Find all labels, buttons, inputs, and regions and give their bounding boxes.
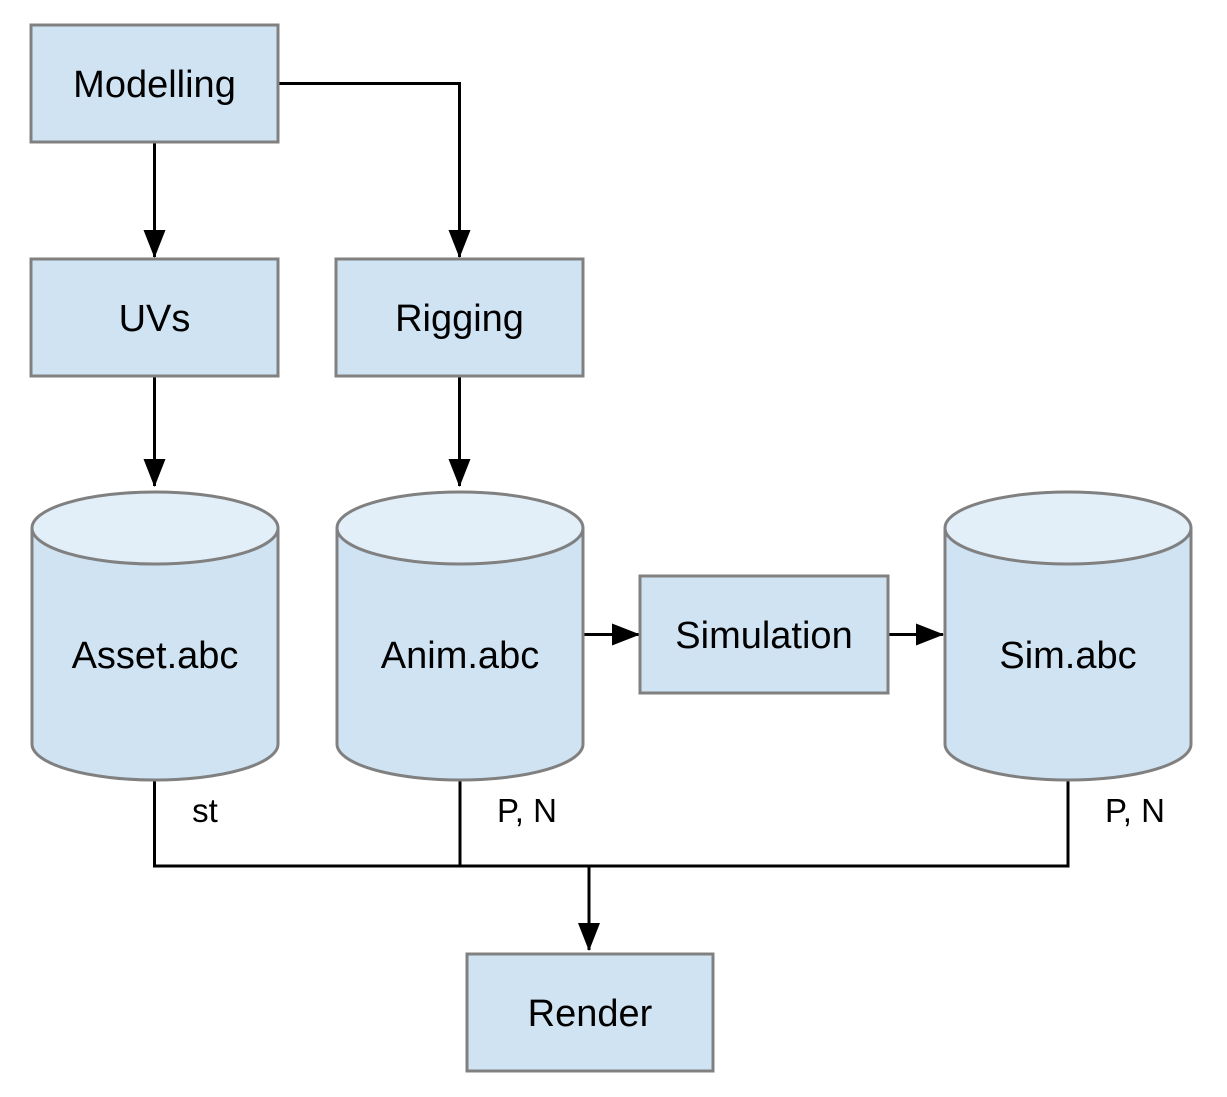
- edge-label-asset-out: st: [192, 792, 218, 829]
- node-anim-abc: Anim.abc: [335, 490, 585, 782]
- node-render-box: [465, 952, 715, 1073]
- node-simulation-box: [638, 574, 890, 695]
- node-modelling: Modelling: [29, 23, 280, 144]
- node-render-label: Render: [528, 993, 653, 1035]
- asset-cylinder-top: [30, 490, 280, 566]
- node-uvs: UVs: [29, 257, 280, 378]
- edge-modelling-rigging: [278, 82, 471, 258]
- asset-cylinder-outline: [30, 528, 280, 782]
- asset-cylinder-body: [32, 528, 278, 780]
- node-sim-abc: Sim.abc: [943, 490, 1193, 782]
- sim-cylinder-top: [943, 490, 1193, 566]
- node-render: Render: [465, 952, 715, 1073]
- edge-label-sim-out: P, N: [1105, 792, 1165, 829]
- node-uvs-label: UVs: [119, 298, 191, 340]
- node-asset-abc: Asset.abc: [30, 490, 280, 782]
- node-anim-abc-label: Anim.abc: [381, 635, 539, 677]
- node-modelling-label: Modelling: [73, 64, 236, 106]
- node-modelling-box: [29, 23, 280, 144]
- node-sim-abc-label: Sim.abc: [999, 635, 1136, 677]
- node-uvs-box: [29, 257, 280, 378]
- node-rigging-label: Rigging: [395, 298, 524, 340]
- node-rigging: Rigging: [334, 257, 585, 378]
- edge-label-anim-out: P, N: [497, 792, 557, 829]
- anim-cylinder-body: [337, 528, 583, 780]
- node-asset-abc-label: Asset.abc: [72, 635, 239, 677]
- sim-cylinder-outline: [943, 528, 1193, 782]
- anim-cylinder-outline: [335, 528, 585, 782]
- node-simulation: Simulation: [638, 574, 890, 695]
- anim-cylinder-top: [335, 490, 585, 566]
- node-simulation-label: Simulation: [675, 615, 852, 657]
- sim-cylinder-body: [945, 528, 1191, 780]
- node-rigging-box: [334, 257, 585, 378]
